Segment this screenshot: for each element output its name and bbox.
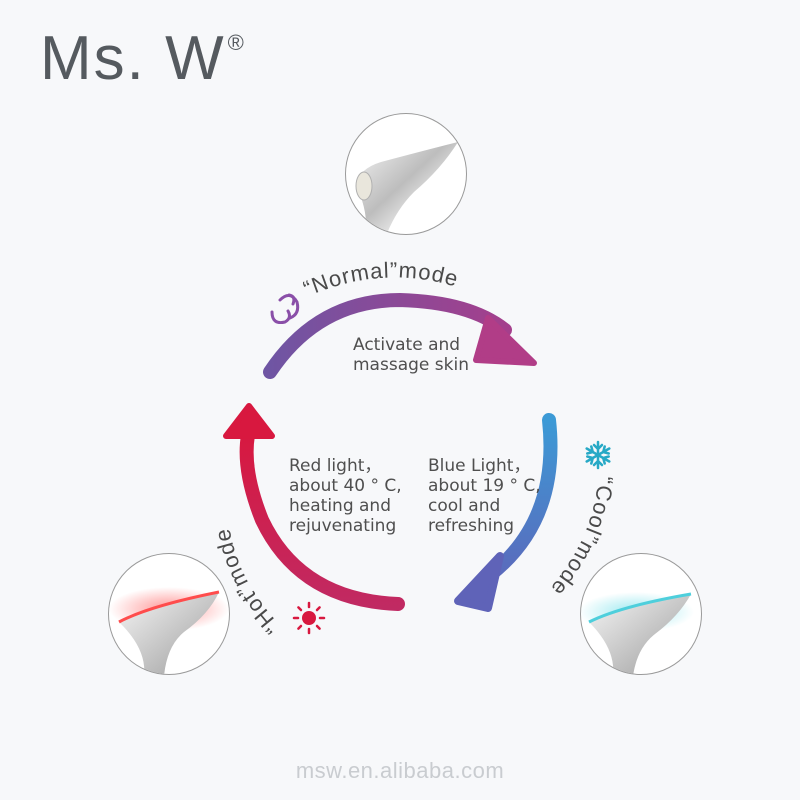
normal-mode-device-photo	[345, 113, 467, 235]
hot-arc	[239, 428, 405, 611]
normal-arc	[263, 292, 512, 379]
brand-name: Ms. W	[40, 24, 226, 93]
normal-mode-description: Activate and massage skin	[353, 335, 469, 375]
hot-mode-description: Red light， about 40 ° C, heating and rej…	[289, 456, 402, 536]
hot-mode-device-photo	[108, 553, 230, 675]
watermark: msw.en.alibaba.com	[295, 758, 505, 783]
normal-arrowhead	[473, 315, 537, 366]
sun-icon	[292, 601, 326, 635]
cool-mode-device-photo	[580, 553, 702, 675]
cool-mode-description: Blue Light， about 19 ° C, cool and refre…	[428, 456, 541, 536]
hot-arrowhead	[223, 403, 275, 439]
snowflake-icon	[585, 440, 611, 470]
swirl-icon	[270, 293, 300, 324]
cool-arc	[483, 413, 558, 582]
registered-mark: ®	[227, 30, 246, 55]
brand-logo: Ms. W®	[40, 28, 246, 90]
cool-arrowhead	[454, 552, 504, 612]
